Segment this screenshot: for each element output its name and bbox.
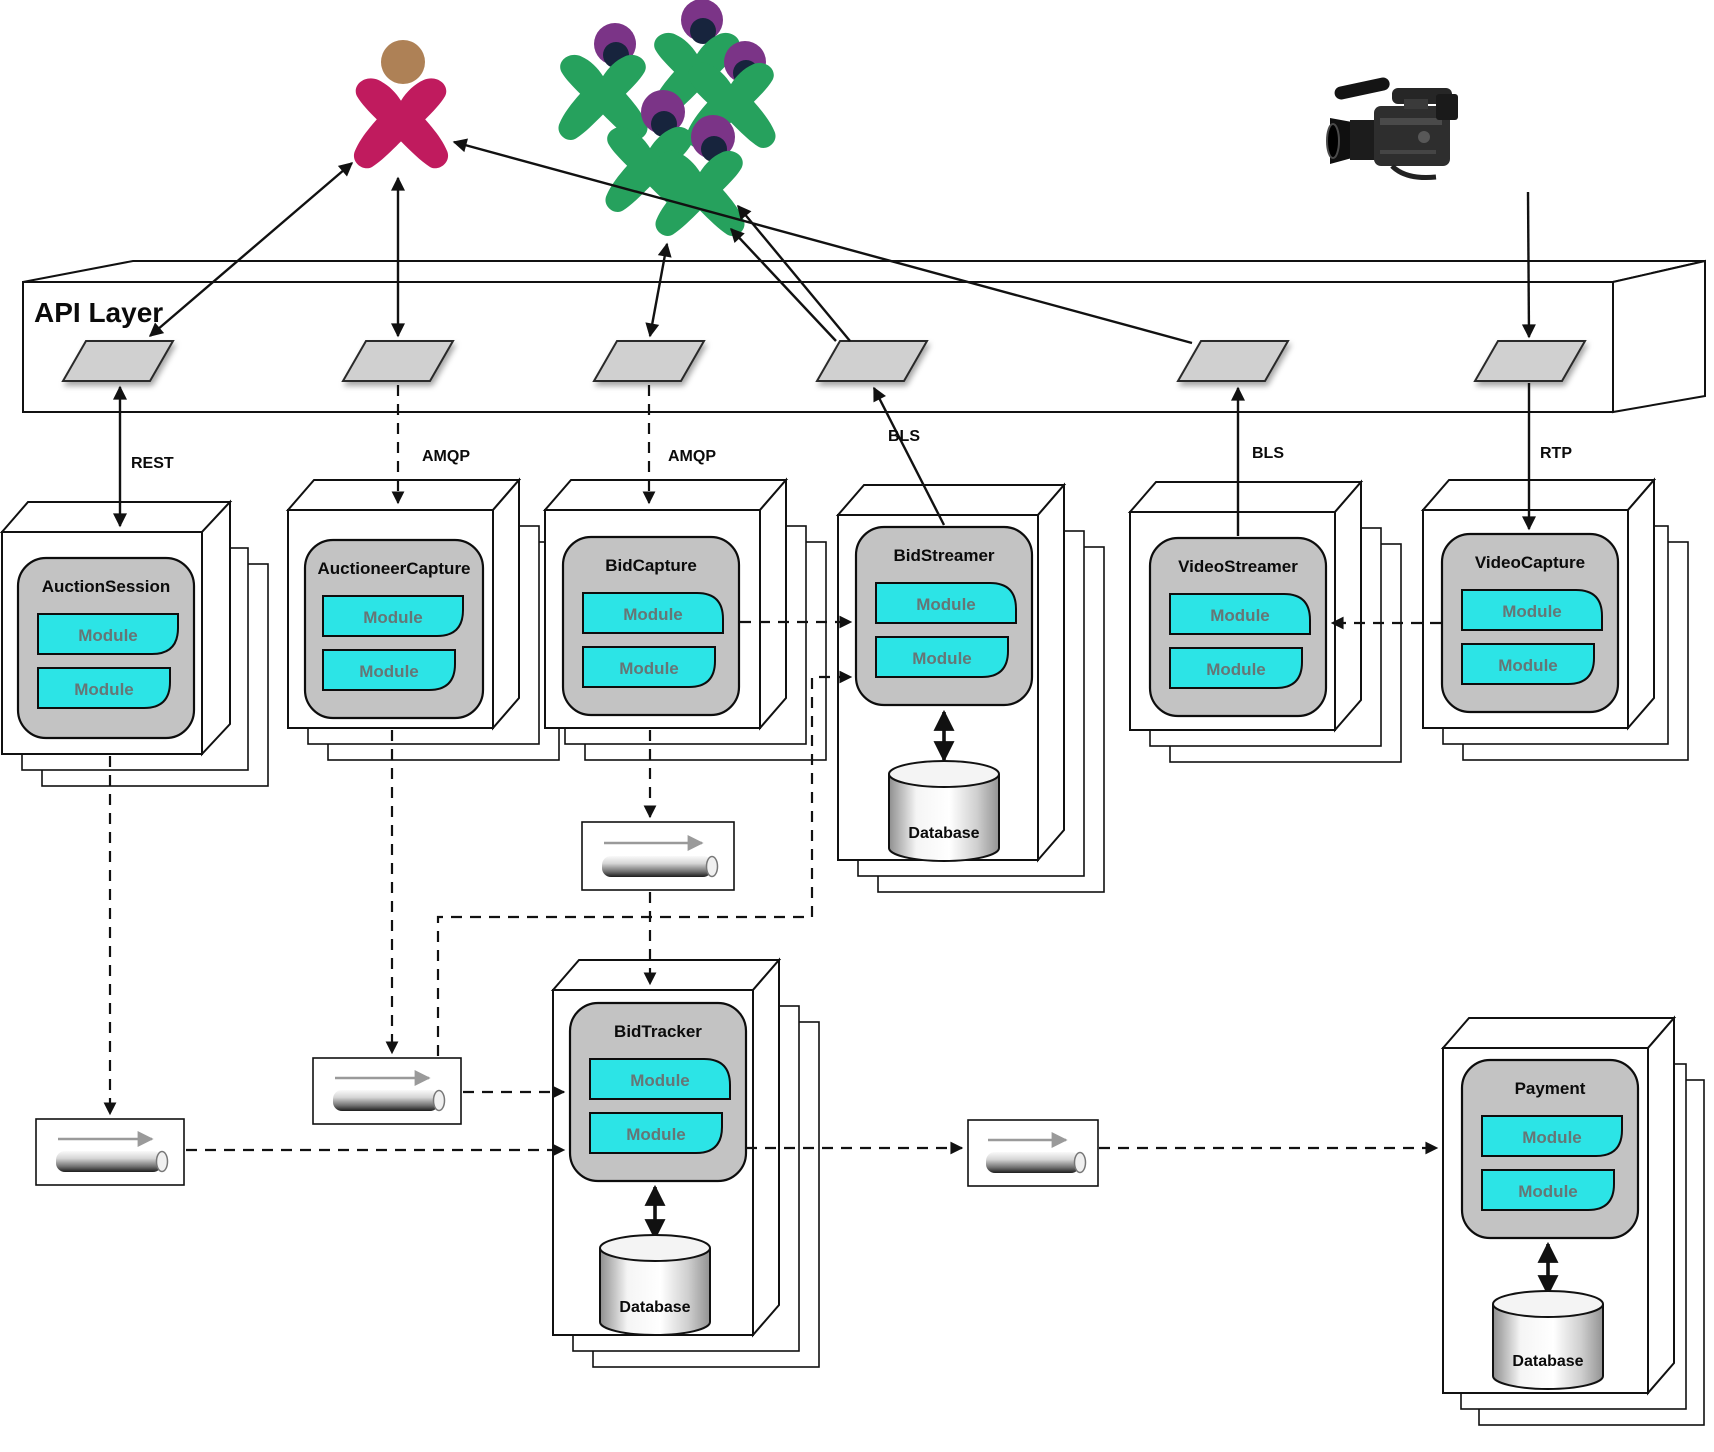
label-amqp-auctioneer: AMQP (422, 448, 470, 465)
svg-text:Module: Module (1518, 1182, 1578, 1201)
edges (103, 138, 1536, 1157)
edge-queue-to-bidstreamer-m2 (436, 670, 853, 1056)
module-box (37, 667, 171, 709)
auctioneer-actor (353, 40, 449, 169)
service-title: AuctionSession (42, 577, 170, 596)
module-box (1169, 593, 1311, 635)
queue-pipe (333, 1090, 439, 1111)
protocol-labels: REST AMQP AMQP BLS BLS RTP (131, 428, 1572, 472)
person-icon (353, 78, 449, 169)
api-layer: API Layer (22, 259, 1706, 414)
api-port-rtp (1473, 340, 1587, 382)
api-layer-label: API Layer (34, 297, 163, 328)
service-title: BidTracker (614, 1022, 702, 1041)
people-group-icon (558, 0, 776, 236)
svg-text:Database: Database (619, 1299, 690, 1316)
service-video-capture: VideoCapture Module Module (1420, 477, 1689, 761)
svg-text:Module: Module (619, 659, 679, 678)
svg-text:Module: Module (623, 605, 683, 624)
service-bid-streamer: BidStreamer Module Module Database (835, 482, 1105, 893)
api-port-bls-video (1176, 340, 1290, 382)
svg-text:Module: Module (1522, 1128, 1582, 1147)
queue-payment (967, 1119, 1099, 1187)
api-port-amqp-auctioneer (341, 340, 455, 382)
label-rtp: RTP (1540, 445, 1572, 462)
module-box (582, 592, 724, 634)
edge-bls-bid-streamer (872, 386, 946, 526)
label-amqp-bid: AMQP (668, 448, 716, 465)
module-box (589, 1112, 723, 1154)
service-auctioneer-capture: AuctioneerCapture Module Module (285, 477, 560, 761)
service-payment: Payment Module Module Database (1440, 1015, 1705, 1426)
module-box (582, 646, 716, 688)
module-box (1461, 643, 1595, 685)
svg-text:Module: Module (78, 626, 138, 645)
service-title: BidStreamer (893, 546, 994, 565)
svg-text:Module: Module (1210, 606, 1270, 625)
svg-text:Module: Module (1206, 660, 1266, 679)
service-title: Payment (1515, 1079, 1586, 1098)
edge-auctioneer-port1 (148, 162, 354, 337)
video-camera-icon (1326, 77, 1458, 180)
queue-auctioneer-capture (312, 1057, 462, 1125)
service-title: BidCapture (605, 556, 697, 575)
edge-port5-to-auctioneer (452, 138, 1193, 345)
queue-pipe (602, 856, 712, 877)
edge-port4-to-bidders-b (737, 204, 851, 342)
module-box (1461, 589, 1603, 631)
svg-text:Module: Module (1502, 602, 1562, 621)
svg-text:Module: Module (630, 1071, 690, 1090)
svg-text:Module: Module (74, 680, 134, 699)
svg-text:Database: Database (908, 825, 979, 842)
edge-port4-to-bidders-a (730, 227, 837, 342)
module-box (875, 582, 1017, 624)
person-head (381, 40, 425, 84)
api-layer-side-face (1612, 259, 1706, 414)
queue-pipe (56, 1151, 162, 1172)
label-bls-video: BLS (1252, 445, 1284, 462)
module-box (322, 649, 456, 691)
database-cylinder: Database (1492, 1290, 1604, 1390)
module-box (589, 1058, 731, 1100)
label-rest: REST (131, 455, 174, 472)
bidders-group-actor (558, 0, 776, 236)
svg-text:Module: Module (916, 595, 976, 614)
service-auction-session: AuctionSession Module Module (0, 499, 269, 787)
api-port-bls-bid (815, 340, 929, 382)
api-port-rest (61, 340, 175, 382)
svg-text:Module: Module (363, 608, 423, 627)
queue-bid-capture (581, 821, 735, 891)
svg-text:Database: Database (1512, 1353, 1583, 1370)
database-cylinder: Database (599, 1234, 711, 1336)
api-layer-top-face (22, 260, 1706, 283)
service-bid-capture: BidCapture Module Module (542, 477, 827, 761)
queue-auction-session (35, 1118, 185, 1186)
module-box (875, 636, 1009, 678)
service-title: AuctioneerCapture (317, 559, 470, 578)
module-box (1169, 647, 1303, 689)
api-port-amqp-bid (592, 340, 706, 382)
edge-bidders-port3 (645, 242, 672, 338)
service-title: VideoCapture (1475, 553, 1585, 572)
module-box (322, 595, 464, 637)
queue-pipe (986, 1152, 1080, 1173)
svg-text:Module: Module (1498, 656, 1558, 675)
service-title: VideoStreamer (1178, 557, 1298, 576)
service-video-streamer: VideoStreamer Module Module (1127, 479, 1402, 763)
svg-text:Module: Module (359, 662, 419, 681)
module-box (1481, 1115, 1623, 1157)
edge-camera-to-port6 (1521, 191, 1536, 339)
label-bls-bid: BLS (888, 428, 920, 445)
svg-text:Module: Module (912, 649, 972, 668)
module-box (37, 613, 179, 655)
module-box (1481, 1169, 1615, 1211)
service-bid-tracker: BidTracker Module Module Database (550, 957, 820, 1368)
svg-text:Module: Module (626, 1125, 686, 1144)
database-cylinder: Database (888, 760, 1000, 862)
